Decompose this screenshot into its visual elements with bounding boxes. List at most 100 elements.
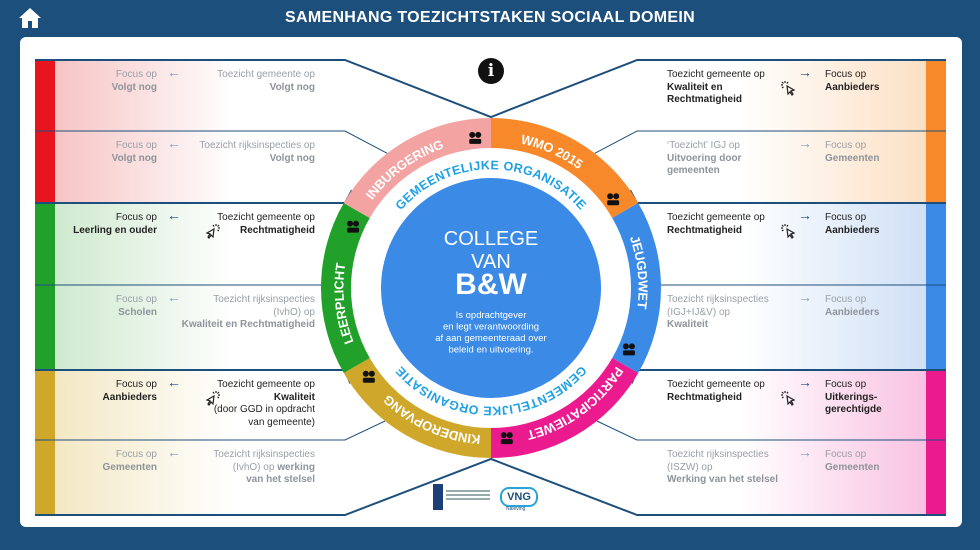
text-line: Aanbieders bbox=[825, 307, 879, 320]
text-line: Rechtmatigheid bbox=[667, 225, 765, 238]
segment-jeugdwet[interactable]: JEUGDWET bbox=[612, 203, 661, 373]
home-icon[interactable] bbox=[18, 6, 42, 30]
text-segment: Uitkerings- bbox=[825, 391, 878, 403]
text-segment: Toezicht gemeente op bbox=[667, 69, 765, 80]
info-icon[interactable]: i bbox=[478, 58, 504, 84]
text-segment: Focus op bbox=[115, 449, 157, 460]
text-segment: (door GGD in opdracht bbox=[213, 404, 315, 415]
toezicht-column: Toezicht rijksinspecties (IvhO) op werkin… bbox=[213, 449, 315, 487]
college-description-line: beleid en uitvoering. bbox=[448, 345, 533, 356]
text-line: (IvhO) op werking bbox=[213, 462, 315, 475]
text-line: Aanbieders bbox=[103, 392, 157, 405]
text-line: (ISZW) op bbox=[667, 462, 778, 475]
text-line: Focus op bbox=[825, 449, 879, 462]
arrow-right-icon: → bbox=[798, 207, 812, 223]
text-segment: Volgt nog bbox=[111, 81, 157, 93]
text-line: Rechtmatigheid bbox=[217, 225, 315, 238]
text-line: Toezicht gemeente op bbox=[214, 379, 315, 392]
text-line: Leerling en ouder bbox=[73, 225, 157, 238]
click-cursor-icon bbox=[780, 80, 796, 96]
vng-logo: VNG bbox=[500, 487, 538, 507]
text-segment: Focus op bbox=[825, 69, 867, 80]
segment-leerplicht[interactable]: LEERPLICHT bbox=[321, 203, 370, 373]
text-segment: ‘Toezicht’ IGJ op bbox=[667, 140, 740, 151]
text-line: Aanbieders bbox=[825, 225, 879, 238]
right-divider-line bbox=[596, 420, 946, 441]
text-segment: Toezicht gemeente op bbox=[217, 212, 315, 223]
toezicht-column: Toezicht gemeente op Rechtmatigheid bbox=[217, 212, 315, 237]
arrow-left-icon: ← bbox=[167, 135, 181, 151]
text-segment: Kwaliteit bbox=[667, 319, 709, 330]
focus-column: Focus op Aanbieders bbox=[825, 212, 879, 237]
text-line: Focus op bbox=[112, 69, 157, 82]
left-panel-background bbox=[55, 203, 355, 370]
text-line: van het stelsel bbox=[213, 474, 315, 487]
text-segment: Kwaliteit en bbox=[667, 81, 723, 93]
arrow-right-icon: → bbox=[798, 64, 812, 80]
text-segment: Focus op bbox=[825, 140, 867, 151]
scale-eye-icon bbox=[500, 432, 513, 445]
text-segment: Toezicht rijksinspecties bbox=[213, 449, 315, 460]
text-segment: Toezicht rijksinspecties op bbox=[199, 140, 315, 151]
text-segment: Focus op bbox=[115, 379, 157, 390]
text-segment: Toezicht rijksinspecties bbox=[667, 449, 769, 460]
text-segment: Rechtmatigheid bbox=[667, 94, 743, 105]
left-color-bar bbox=[35, 370, 55, 515]
left-divider-line bbox=[35, 130, 388, 154]
right-panel-background bbox=[640, 370, 926, 515]
text-segment: Focus op bbox=[115, 140, 157, 151]
arrow-left-icon: ← bbox=[167, 64, 181, 80]
college-title-line1: COLLEGE bbox=[444, 228, 538, 250]
left-divider-line bbox=[35, 420, 386, 441]
rijksoverheid-logo-text bbox=[446, 490, 490, 502]
click-cursor-icon bbox=[205, 390, 221, 406]
text-segment: Volgt nog bbox=[269, 81, 315, 93]
text-line: Focus op bbox=[103, 449, 157, 462]
segment-arc bbox=[343, 118, 491, 218]
text-line: Kwaliteit bbox=[667, 319, 769, 332]
text-line: Focus op bbox=[73, 212, 157, 225]
text-segment: van het stelsel bbox=[246, 474, 315, 485]
focus-column: Focus op Aanbieders bbox=[103, 379, 157, 404]
arrow-left-icon: ← bbox=[167, 444, 181, 460]
text-segment: Focus op bbox=[115, 212, 157, 223]
text-segment: (IvhO) op bbox=[273, 306, 315, 318]
text-line: Focus op bbox=[825, 294, 879, 307]
focus-column: Focus op Gemeenten bbox=[825, 140, 879, 165]
text-line: Toezicht gemeente op bbox=[667, 379, 765, 392]
people-group-icon bbox=[469, 131, 482, 144]
text-segment: Toezicht gemeente op bbox=[667, 212, 765, 223]
house-in-hand-icon bbox=[607, 193, 620, 206]
text-segment: (IGJ+IJ&V) op bbox=[667, 306, 731, 318]
left-panel-background bbox=[55, 370, 355, 515]
text-segment: Kwaliteit bbox=[273, 391, 315, 403]
text-line: Uitvoering door bbox=[667, 153, 741, 166]
right-row-gemeente[interactable]: Toezicht gemeente op Rechtmatigheid → Focus… bbox=[640, 203, 926, 285]
text-segment: (IvhO) op bbox=[232, 461, 278, 473]
text-segment: Gemeenten bbox=[102, 461, 157, 473]
bottom-divider-line bbox=[35, 457, 946, 516]
text-segment: Focus op bbox=[825, 212, 867, 223]
text-line: Gemeenten bbox=[825, 153, 879, 166]
right-color-bar bbox=[926, 370, 946, 515]
text-line: gemeenten bbox=[667, 165, 741, 178]
text-line: Gemeenten bbox=[825, 462, 879, 475]
college-description-line: af aan gemeenteraad over bbox=[435, 333, 546, 344]
text-line: Werking van het stelsel bbox=[667, 474, 778, 487]
text-line: Toezicht gemeente op bbox=[667, 69, 765, 82]
